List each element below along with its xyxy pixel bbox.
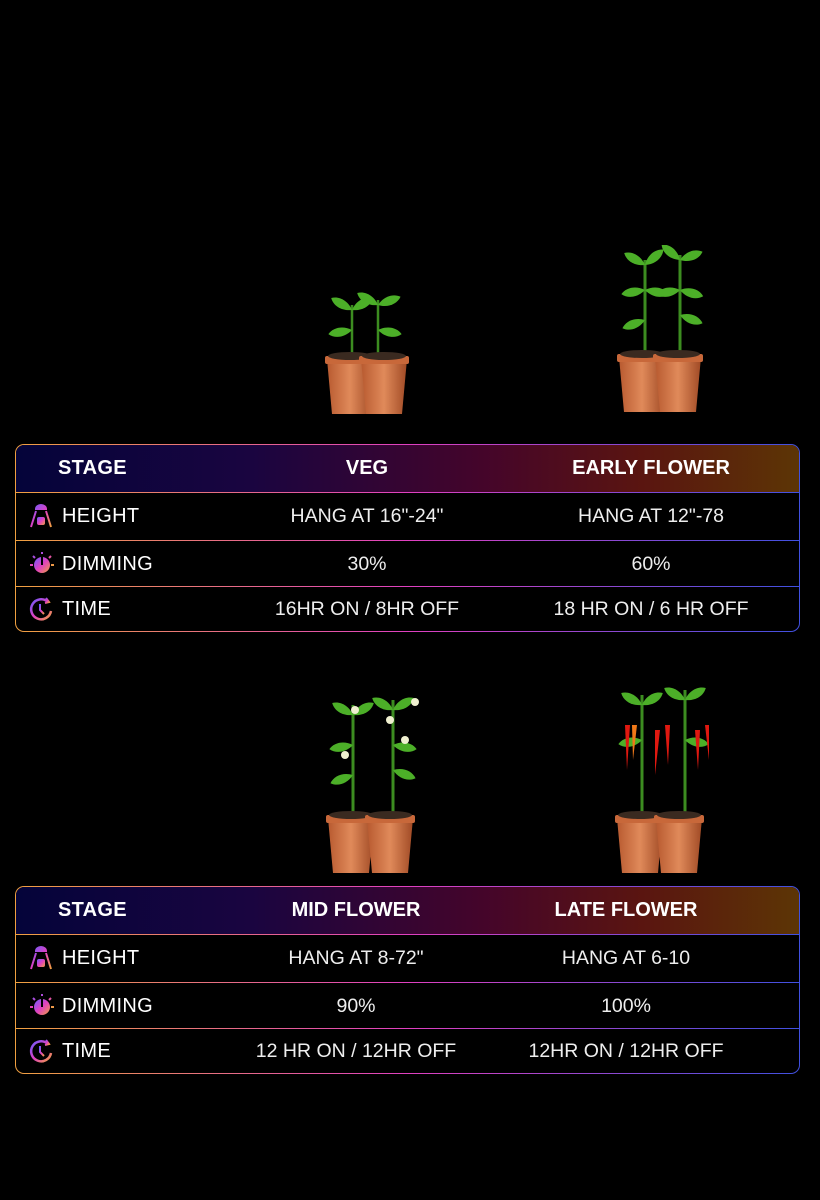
stage-header: STAGE xyxy=(58,899,127,921)
table-row-dimming: DIMMING 90% 100% xyxy=(16,983,799,1029)
cell: 100% xyxy=(601,994,651,1017)
row-label: HEIGHT xyxy=(62,504,140,527)
stage-early-flower-header: EARLY FLOWER xyxy=(572,457,730,479)
stage-header: STAGE xyxy=(58,457,127,479)
cell: 18 HR ON / 6 HR OFF xyxy=(553,597,749,620)
row-label: TIME xyxy=(62,597,111,620)
clock-icon xyxy=(28,596,54,622)
cell: 60% xyxy=(631,552,671,575)
cell: 90% xyxy=(336,994,376,1017)
clock-icon xyxy=(28,1038,54,1064)
stage-mid-flower-header: MID FLOWER xyxy=(291,899,421,921)
late-flower-plant-image xyxy=(615,684,710,873)
stage-veg-header: VEG xyxy=(345,457,389,479)
lamp-height-icon xyxy=(28,503,54,529)
dimmer-icon xyxy=(28,993,54,1019)
cell: 16HR ON / 8HR OFF xyxy=(274,597,460,620)
cell: HANG AT 6-10 xyxy=(561,946,691,969)
table-row-time: TIME 16HR ON / 8HR OFF 18 HR ON / 6 HR O… xyxy=(16,586,799,631)
early-flower-plant-image xyxy=(617,245,705,412)
row-label: HEIGHT xyxy=(62,946,140,969)
dimmer-icon xyxy=(28,551,54,577)
table-row-dimming: DIMMING 30% 60% xyxy=(16,541,799,587)
stage-late-flower-header: LATE FLOWER xyxy=(554,899,698,921)
table-row-time: TIME 12 HR ON / 12HR OFF 12HR ON / 12HR … xyxy=(16,1028,799,1073)
mid-flower-plant-image xyxy=(326,694,419,873)
table-header: STAGE MID FLOWER LATE FLOWER xyxy=(16,887,799,934)
table-header: STAGE VEG EARLY FLOWER xyxy=(16,445,799,492)
table-row-height: HEIGHT HANG AT 8-72" HANG AT 6-10 xyxy=(16,935,799,981)
cell: HANG AT 8-72" xyxy=(288,946,424,969)
row-label: DIMMING xyxy=(62,994,153,1017)
cell: HANG AT 12"-78 xyxy=(577,504,725,527)
cell: 12HR ON / 12HR OFF xyxy=(528,1039,724,1062)
lamp-height-icon xyxy=(28,945,54,971)
stage-table-1: STAGE VEG EARLY FLOWER HEIGHT HANG AT 16… xyxy=(15,444,800,632)
table-row-height: HEIGHT HANG AT 16"-24" HANG AT 12"-78 xyxy=(16,493,799,539)
cell: HANG AT 16"-24" xyxy=(290,504,444,527)
veg-plant-image xyxy=(325,289,409,414)
cell: 30% xyxy=(347,552,387,575)
stage-table-2: STAGE MID FLOWER LATE FLOWER HEIGHT HANG… xyxy=(15,886,800,1074)
row-label: DIMMING xyxy=(62,552,153,575)
cell: 12 HR ON / 12HR OFF xyxy=(255,1039,457,1062)
row-label: TIME xyxy=(62,1039,111,1062)
